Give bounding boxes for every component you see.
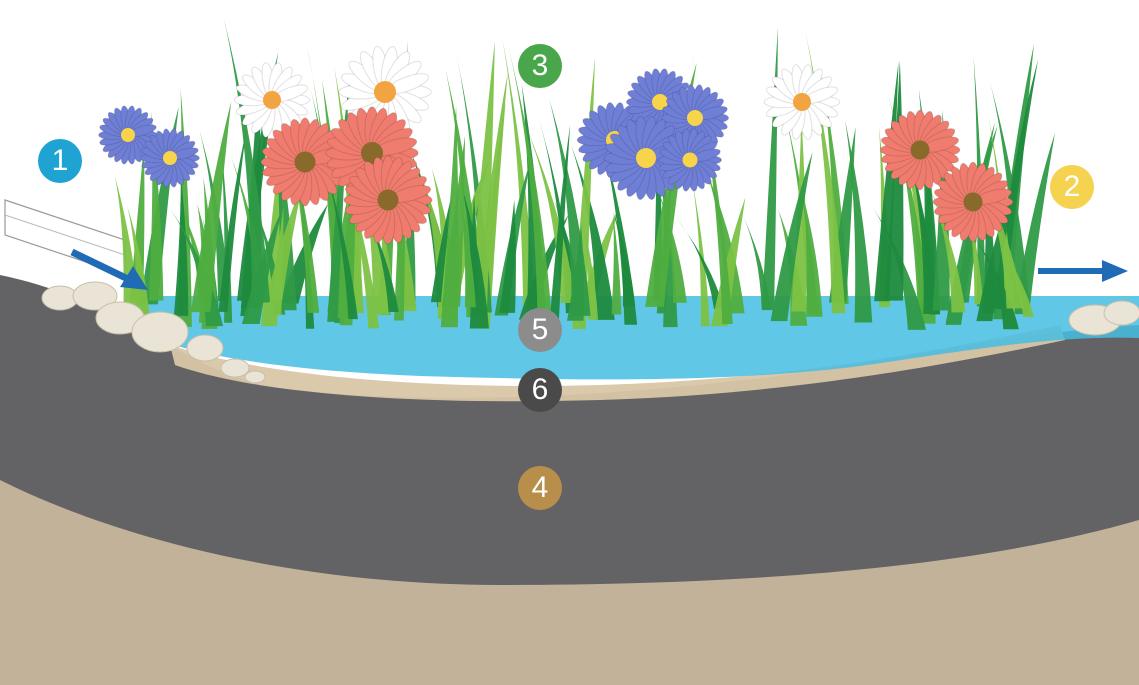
marker-6: 6 <box>518 368 562 412</box>
marker-5: 5 <box>518 308 562 352</box>
inlet-pipe <box>5 200 125 275</box>
outflow-arrow <box>1038 260 1128 282</box>
marker-4: 4 <box>518 466 562 510</box>
marker-3: 3 <box>518 44 562 88</box>
grass-blade <box>499 200 516 313</box>
gerbera-flower <box>344 156 433 245</box>
gerbera-flower <box>933 162 1013 242</box>
marker-2: 2 <box>1050 165 1094 209</box>
marker-1: 1 <box>38 139 82 183</box>
grass-blade <box>762 28 778 310</box>
